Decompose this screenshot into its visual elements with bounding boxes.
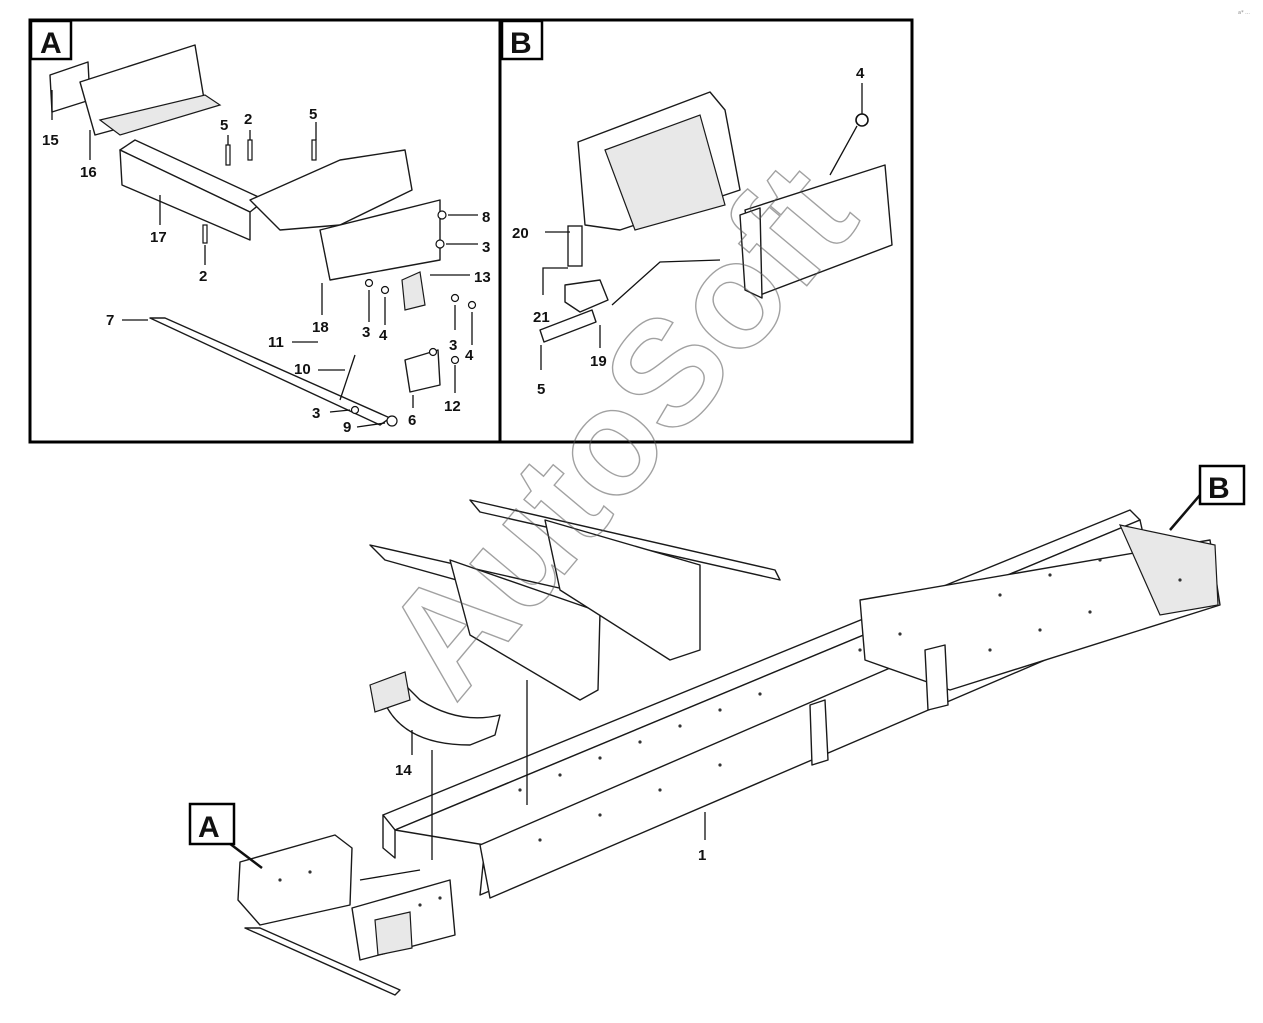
corner-mark: a* ... bbox=[1238, 10, 1250, 16]
callout-b-4: 4 bbox=[856, 65, 865, 82]
part-14-bracket bbox=[379, 679, 501, 746]
callout-11: 11 bbox=[268, 334, 284, 351]
callout-b-19: 19 bbox=[590, 353, 607, 370]
callout-b-5: 5 bbox=[537, 381, 545, 398]
upright-bracket-2 bbox=[924, 644, 949, 711]
main-b-letter: B bbox=[1208, 472, 1230, 505]
panel-b-letter: B bbox=[510, 27, 532, 60]
callout-5-left: 5 bbox=[220, 117, 228, 134]
part-18-bracket bbox=[319, 199, 441, 281]
callout-18: 18 bbox=[312, 319, 329, 336]
callout-12: 12 bbox=[444, 398, 461, 415]
callout-15: 15 bbox=[42, 132, 59, 149]
part-17-beam bbox=[119, 149, 251, 241]
callout-3-mid: 3 bbox=[362, 324, 370, 341]
front-rail bbox=[244, 927, 401, 996]
front-crossmember-assembly bbox=[237, 834, 353, 926]
callout-b-20: 20 bbox=[512, 225, 529, 242]
callout-7: 7 bbox=[106, 312, 114, 329]
panel-a-tag bbox=[29, 19, 73, 61]
panel-b-tag bbox=[500, 19, 544, 61]
callout-6: 6 bbox=[408, 412, 416, 429]
main-chassis-assembly: B A 14 1 bbox=[188, 464, 1246, 996]
callout-1: 1 bbox=[698, 847, 706, 864]
detail-panel-a: A bbox=[28, 18, 502, 444]
part-13-clip bbox=[401, 271, 426, 311]
part-5-bolt bbox=[539, 309, 597, 343]
callout-3-bottom: 3 bbox=[312, 405, 320, 422]
part-6-bracket bbox=[404, 349, 441, 393]
main-a-tag bbox=[188, 802, 236, 846]
detail-panel-b: B 4 20 21 5 19 bbox=[498, 18, 914, 444]
main-b-tag bbox=[1198, 464, 1246, 506]
rivet-holes bbox=[278, 558, 1182, 907]
part-main-bracket bbox=[249, 149, 413, 231]
upright-bracket-1 bbox=[809, 699, 829, 766]
callout-10: 10 bbox=[294, 361, 311, 378]
callout-4-mid: 4 bbox=[379, 327, 388, 344]
bolt-set-a bbox=[202, 139, 477, 427]
part-19-bracket bbox=[564, 279, 609, 313]
callout-2-upper: 2 bbox=[244, 111, 252, 128]
main-a-letter: A bbox=[198, 811, 220, 844]
callout-8: 8 bbox=[482, 209, 490, 226]
callout-16: 16 bbox=[80, 164, 97, 181]
part-4-nut bbox=[855, 113, 869, 127]
callout-2-lower: 2 bbox=[199, 268, 207, 285]
panel-a-letter: A bbox=[40, 27, 62, 60]
callout-9: 9 bbox=[343, 419, 351, 436]
callout-17: 17 bbox=[150, 229, 167, 246]
callout-4-right: 4 bbox=[465, 347, 474, 364]
callout-3-upper: 3 bbox=[482, 239, 490, 256]
callout-b-21: 21 bbox=[533, 309, 550, 326]
callout-13: 13 bbox=[474, 269, 491, 286]
part-20-pin bbox=[567, 225, 583, 267]
callout-3-right: 3 bbox=[449, 337, 457, 354]
callout-14: 14 bbox=[395, 762, 412, 779]
callout-5-right: 5 bbox=[309, 106, 317, 123]
